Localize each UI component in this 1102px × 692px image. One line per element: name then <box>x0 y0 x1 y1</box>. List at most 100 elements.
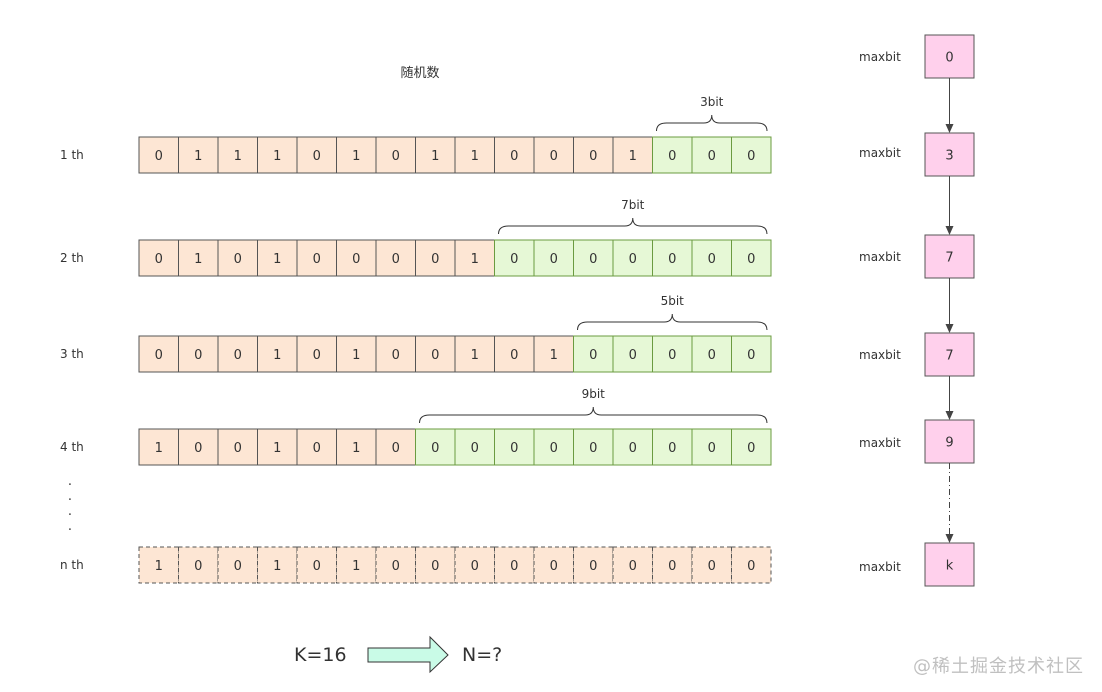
bit-value: 0 <box>550 441 558 456</box>
row-label: 2 th <box>60 251 84 265</box>
bit-cell <box>533 428 574 466</box>
bit-value: 1 <box>629 149 637 164</box>
bit-value: 1 <box>273 348 281 363</box>
bit-value: 0 <box>629 348 637 363</box>
bit-value: 0 <box>589 252 597 267</box>
bit-value: 0 <box>668 149 676 164</box>
bit-value: 0 <box>668 559 676 574</box>
bit-cell <box>652 428 693 466</box>
bit-value: 1 <box>352 559 360 574</box>
bit-value: 1 <box>471 348 479 363</box>
bit-value: 0 <box>510 252 518 267</box>
bit-value: 0 <box>550 149 558 164</box>
bit-cell <box>178 136 219 174</box>
bit-cell <box>573 136 614 174</box>
bit-value: 0 <box>629 252 637 267</box>
bit-value: 0 <box>629 441 637 456</box>
bit-cell <box>336 335 377 373</box>
bit-cell <box>217 136 258 174</box>
bit-value: 0 <box>629 559 637 574</box>
bit-value: 0 <box>194 348 202 363</box>
bit-value: 0 <box>431 441 439 456</box>
bit-value: 1 <box>234 149 242 164</box>
bit-value: 0 <box>194 441 202 456</box>
row-ellipsis: .... <box>68 474 72 534</box>
bit-value: 1 <box>155 441 163 456</box>
bit-cell <box>691 239 732 277</box>
bit-value: 0 <box>550 252 558 267</box>
bit-value: 0 <box>431 348 439 363</box>
watermark: @稀土掘金技术社区 <box>913 656 1084 677</box>
bit-value: 0 <box>431 559 439 574</box>
bit-value: 0 <box>708 348 716 363</box>
bit-value: 0 <box>234 441 242 456</box>
bit-cell <box>652 335 693 373</box>
bit-value: 0 <box>155 252 163 267</box>
bit-value: 0 <box>313 441 321 456</box>
bit-cell <box>494 335 535 373</box>
maxbit-label: maxbit <box>859 348 901 362</box>
ellipsis-dot: . <box>68 504 72 519</box>
bit-cell <box>178 335 219 373</box>
bit-value: 1 <box>471 252 479 267</box>
bit-cell <box>454 239 495 277</box>
row-label: 3 th <box>60 347 84 361</box>
brace-label: 5bit <box>661 294 685 308</box>
footer-n-label: N=? <box>462 644 502 666</box>
bit-value: 0 <box>708 559 716 574</box>
bit-value: 0 <box>668 441 676 456</box>
bit-cell <box>138 428 179 466</box>
bit-cell <box>612 136 653 174</box>
bit-value: 0 <box>747 348 755 363</box>
maxbit-value: 7 <box>945 349 953 364</box>
curly-brace <box>419 406 768 424</box>
bit-value: 0 <box>550 559 558 574</box>
bit-cell <box>375 136 416 174</box>
maxbit-value: 7 <box>945 251 953 266</box>
bit-value: 0 <box>194 559 202 574</box>
bit-cell <box>533 546 574 584</box>
maxbit-value: k <box>946 559 954 574</box>
bit-cell <box>375 546 416 584</box>
bit-value: 0 <box>471 441 479 456</box>
bit-cell <box>533 239 574 277</box>
ellipsis-dot: . <box>68 474 72 489</box>
bit-value: 0 <box>747 149 755 164</box>
down-arrow-icon <box>945 534 954 543</box>
bit-cell <box>691 546 732 584</box>
bit-cell <box>415 136 456 174</box>
bit-cell <box>336 546 377 584</box>
bit-cell <box>494 136 535 174</box>
ellipsis-dot: . <box>68 519 72 534</box>
maxbit-value: 0 <box>945 51 953 66</box>
bit-value: 1 <box>194 149 202 164</box>
right-arrow-icon <box>367 635 449 674</box>
curly-brace <box>656 114 768 132</box>
maxbit-value: 9 <box>945 436 953 451</box>
brace-label: 9bit <box>582 387 606 401</box>
bit-value: 0 <box>313 348 321 363</box>
diagram-title: 随机数 <box>400 66 439 81</box>
bit-value: 0 <box>392 348 400 363</box>
bit-value: 0 <box>747 441 755 456</box>
bit-cell <box>454 546 495 584</box>
brace-label: 3bit <box>700 95 724 109</box>
bit-value: 0 <box>234 252 242 267</box>
down-arrow-icon <box>945 226 954 235</box>
bit-cell <box>731 239 772 277</box>
maxbit-box <box>924 542 975 587</box>
bit-value: 1 <box>471 149 479 164</box>
bit-cell <box>217 239 258 277</box>
bit-cell <box>296 335 337 373</box>
down-arrow-icon <box>945 324 954 333</box>
down-arrow-icon <box>945 124 954 133</box>
bit-cell <box>731 428 772 466</box>
bit-value: 1 <box>273 252 281 267</box>
bit-cell <box>415 335 456 373</box>
bit-value: 1 <box>352 348 360 363</box>
